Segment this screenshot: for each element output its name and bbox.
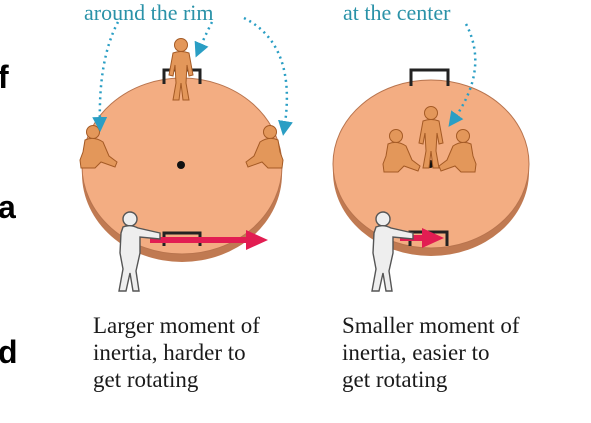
right-push-arrow (400, 228, 444, 248)
left-caption-line-2: inertia, harder to (93, 340, 246, 365)
left-center-axis (177, 161, 185, 169)
label-around-the-rim: around the rim (84, 0, 214, 25)
left-caption: Larger moment of inertia, harder to get … (93, 313, 260, 392)
fragment-f: f (0, 59, 9, 95)
right-top-handle (409, 68, 450, 86)
label-at-the-center: at the center (343, 0, 451, 25)
left-push-arrow (150, 230, 268, 250)
fragment-a: a (0, 189, 16, 225)
right-caption-line-1: Smaller moment of (342, 313, 520, 338)
left-dotted-arrow-3 (243, 16, 293, 136)
right-caption-line-2: inertia, easier to (342, 340, 490, 365)
fragment-d: d (0, 334, 18, 370)
left-caption-line-1: Larger moment of (93, 313, 260, 338)
right-caption: Smaller moment of inertia, easier to get… (342, 313, 520, 392)
right-dotted-arrow (448, 23, 477, 127)
left-caption-line-3: get rotating (93, 367, 199, 392)
right-caption-line-3: get rotating (342, 367, 448, 392)
right-platform (332, 68, 530, 256)
left-dotted-arrow-2 (194, 21, 214, 58)
